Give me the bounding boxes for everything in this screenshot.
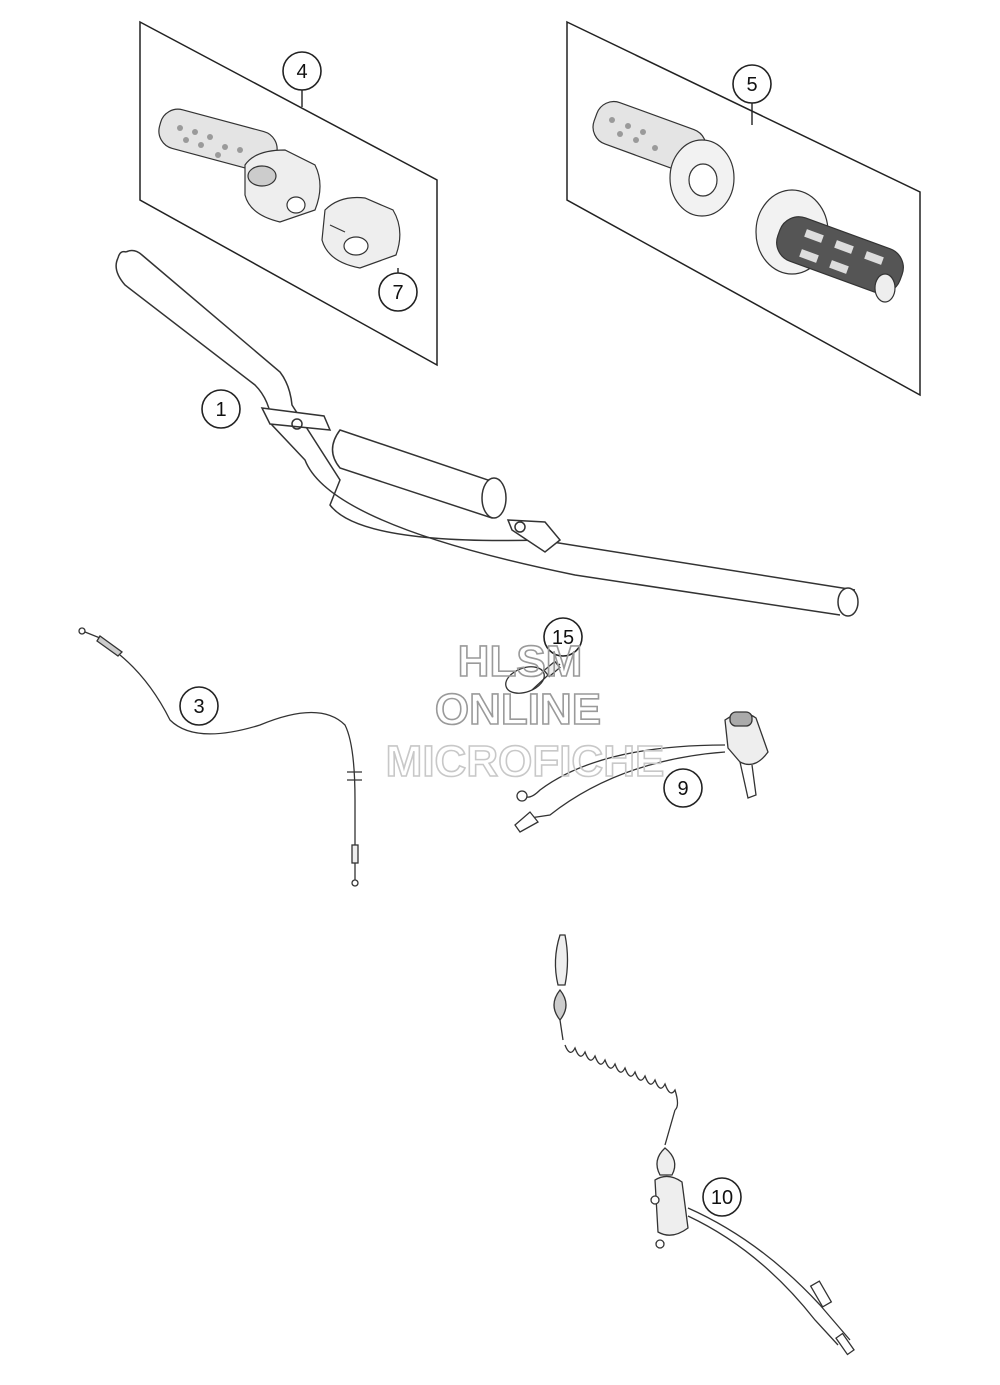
throttle-grip-illustration bbox=[158, 108, 321, 223]
svg-text:MICROFICHE: MICROFICHE bbox=[386, 737, 665, 786]
svg-text:10: 10 bbox=[711, 1187, 733, 1209]
kill-switch-illustration bbox=[514, 711, 769, 833]
svg-text:ONLINE: ONLINE bbox=[435, 685, 601, 734]
svg-text:3: 3 bbox=[193, 696, 204, 718]
clamp-illustration bbox=[505, 660, 561, 694]
throttle-housing-illustration bbox=[321, 196, 401, 269]
svg-text:15: 15 bbox=[552, 627, 574, 649]
callout-10: 10 bbox=[702, 1177, 742, 1217]
svg-text:9: 9 bbox=[677, 778, 688, 800]
tether-switch-illustration bbox=[553, 934, 855, 1356]
throttle-cable-illustration bbox=[78, 627, 362, 887]
svg-text:HLSM: HLSM bbox=[458, 637, 583, 686]
callout-5: 5 bbox=[732, 64, 772, 104]
callout-3: 3 bbox=[179, 686, 219, 726]
left-grip-illustration bbox=[592, 100, 735, 217]
callout-9: 9 bbox=[663, 768, 703, 808]
svg-text:5: 5 bbox=[746, 74, 757, 96]
watermark: HLSM ONLINE MICROFICHE bbox=[385, 636, 665, 787]
handlebar-illustration bbox=[115, 249, 859, 617]
svg-text:4: 4 bbox=[296, 61, 307, 83]
callout-15: 15 bbox=[543, 617, 583, 657]
callout-7: 7 bbox=[378, 272, 418, 312]
right-grip-illustration bbox=[755, 189, 904, 303]
svg-text:7: 7 bbox=[392, 282, 403, 304]
callout-1: 1 bbox=[201, 389, 241, 429]
svg-text:1: 1 bbox=[215, 399, 226, 421]
coil-spring bbox=[564, 1044, 679, 1111]
callout-4: 4 bbox=[282, 51, 322, 91]
